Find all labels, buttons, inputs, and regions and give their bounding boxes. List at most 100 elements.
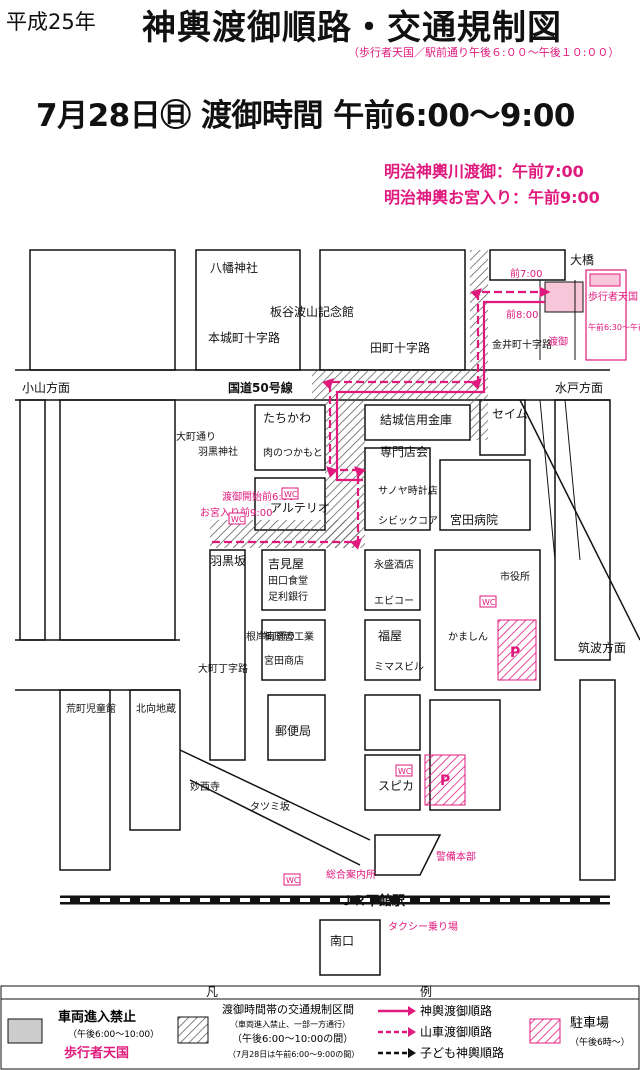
tatsumi-label: タツミ坂 xyxy=(250,801,290,813)
miyata-hosp-label: 宮田病院 xyxy=(450,512,498,527)
pedestrian-time-label: 午前6:30〜午前8:30 xyxy=(588,322,640,332)
meiji-return-line xyxy=(335,300,545,482)
route-legend: 神輿渡御順路 山車渡御順路 子ども神輿順路 xyxy=(378,1003,504,1060)
mimasu-label: ミマスビル xyxy=(374,661,424,673)
mae8-label: 前8:00 xyxy=(506,308,538,321)
honjo-label: 本城町十字路 xyxy=(208,330,280,345)
kanai-label: 金井町十字路 xyxy=(492,338,552,351)
city-blocks xyxy=(19,249,616,976)
togyo-label: 渡御 xyxy=(548,335,568,348)
yuki-bank-label: 結城信用金庫 xyxy=(380,412,452,427)
taguchi-label: 田口食堂 xyxy=(268,574,308,587)
subtitle: （歩行者天国／駅前通り午後６:００〜午後１０:００） xyxy=(348,46,620,59)
negishi-label: 根岸町通り xyxy=(246,630,296,643)
block-ohashi xyxy=(489,249,566,281)
arterio-label: アルテリオ xyxy=(270,501,330,515)
regulated-label: 渡御時間帯の交通規制区間 xyxy=(222,1002,354,1016)
yoshimiya-label: 吉見屋 xyxy=(268,557,304,571)
wc-markers: WC WC WC WC WC xyxy=(228,487,497,886)
info-center-label: 総合案内所 xyxy=(326,868,376,881)
spica-label: スピカ xyxy=(378,779,414,793)
parking-2 xyxy=(424,754,466,806)
route-map: P P 小山方面 水戸方面 国道50号線 筑波方面 八幡神社 板谷波山記念館 本… xyxy=(15,249,640,976)
block-haguro-west xyxy=(209,549,246,761)
regulated-time: （午後6:00〜10:00の間） xyxy=(232,1032,353,1045)
block-east xyxy=(554,399,611,661)
block-south-exit xyxy=(319,919,381,976)
eisei-label: 永盛酒店 xyxy=(374,558,414,571)
hachiman-label: 八幡神社 xyxy=(210,260,258,275)
haguro-shrine-label: 羽黒神社 xyxy=(198,445,238,458)
route-meiji-label: 神輿渡御順路 xyxy=(420,1003,492,1018)
page-title: 神輿渡御順路・交通規制図 xyxy=(142,8,562,48)
haguro-slope-label: 羽黒坂 xyxy=(210,554,246,568)
info-river-crossing: 明治神輿川渡御：午前7:00 xyxy=(384,162,584,181)
ashikaga-label: 足利銀行 xyxy=(268,590,308,603)
regulated-note: （車両進入禁止、一部一方通行） xyxy=(230,1019,350,1029)
parking-swatch xyxy=(529,1018,561,1044)
seimu-label: セイム xyxy=(492,407,528,421)
fukuya-label: 福屋 xyxy=(378,628,402,643)
info-shrine-return: 明治神輿お宮入り：午前9:00 xyxy=(384,188,600,207)
regulated-date: （7月28日は午前6:00〜9:00の間） xyxy=(228,1049,359,1059)
civic-label: シビックコア xyxy=(378,515,438,527)
block-itoko xyxy=(364,694,421,751)
nikunotsukamoto-label: 肉のつかもと xyxy=(263,446,323,459)
arachi-label: 荒町児童館 xyxy=(66,702,116,715)
oyama-direction: 小山方面 xyxy=(22,380,70,395)
myosai-label: 妙西寺 xyxy=(190,780,220,793)
station-label: ＪＲ下館駅 xyxy=(340,893,406,909)
route50-label: 国道50号線 xyxy=(228,380,293,395)
block-fukuya xyxy=(364,619,421,681)
route-kids-label: 子ども神輿順路 xyxy=(420,1045,504,1060)
block-west-edge xyxy=(19,399,46,641)
keibi-label: 警備本部 xyxy=(436,850,476,863)
regulated-swatch xyxy=(177,1016,209,1044)
parking-2-label: P xyxy=(440,773,450,789)
block-keibi xyxy=(374,834,442,876)
block-negishi xyxy=(261,619,326,681)
wc-arterio: WC xyxy=(284,490,298,499)
pedestrian-label: 歩行者天国 xyxy=(588,290,638,303)
parking-legend-time: （午後6時〜） xyxy=(570,1036,630,1048)
ebiko-label: エビコー xyxy=(374,595,414,607)
wc-shiyakusho: WC xyxy=(482,598,496,607)
ohashi-label: 大橋 xyxy=(570,253,594,267)
no-vehicle-time: （午後6:00〜10:00） xyxy=(68,1028,159,1040)
mito-direction: 水戸方面 xyxy=(555,380,603,395)
no-vehicle-label: 車両進入禁止 xyxy=(58,1009,136,1025)
pedestrian-swatch xyxy=(589,273,621,287)
miyata-shop-label: 宮田商店 xyxy=(264,654,304,667)
pedestrian-zone xyxy=(544,281,584,313)
no-vehicle-swatch xyxy=(7,1018,43,1044)
legend-title-left: 凡 xyxy=(206,985,218,999)
legend-title-right: 例 xyxy=(420,985,432,999)
south-exit-label: 南口 xyxy=(330,933,354,948)
wc-station: WC xyxy=(286,876,300,885)
block-nw xyxy=(29,249,176,371)
sanoya-label: サノヤ時計店 xyxy=(378,484,438,497)
taxi-label: タクシー乗り場 xyxy=(388,920,458,933)
block-arachi xyxy=(59,689,111,871)
route-sansha-label: 山車渡御順路 xyxy=(420,1024,492,1039)
pedestrian-legend: 歩行者天国 xyxy=(64,1045,129,1061)
block-eisei xyxy=(364,549,421,611)
tachikawa-label: たちかわ xyxy=(263,411,311,425)
tsukuba-direction: 筑波方面 xyxy=(578,640,626,655)
date-line: 7月28日㊐ 渡御時間 午前6:00〜9:00 xyxy=(36,98,576,134)
omachi-t-label: 大町丁字路 xyxy=(198,662,248,675)
shiyakusho-label: 市役所 xyxy=(500,570,530,583)
meiji-route-line xyxy=(212,286,551,550)
kitamuki-label: 北向地蔵 xyxy=(136,702,176,715)
itaya-label: 板谷波山記念館 xyxy=(270,304,354,319)
legend: 凡 例 車両進入禁止 （午後6:00〜10:00） 歩行者天国 渡御時間帯の交通… xyxy=(0,985,640,1070)
wc-spica: WC xyxy=(398,767,412,776)
parking-1 xyxy=(497,619,537,681)
kamashin-label: かましん xyxy=(448,631,488,643)
omachi-dori-label: 大町通り xyxy=(176,430,216,443)
parking-1-label: P xyxy=(510,645,520,661)
parking-legend: 駐車場 xyxy=(570,1016,609,1031)
year-label: 平成25年 xyxy=(6,10,96,34)
nasahara-label: 楠原管工業 xyxy=(264,630,314,643)
senmon-label: 専門店会 xyxy=(380,445,428,459)
